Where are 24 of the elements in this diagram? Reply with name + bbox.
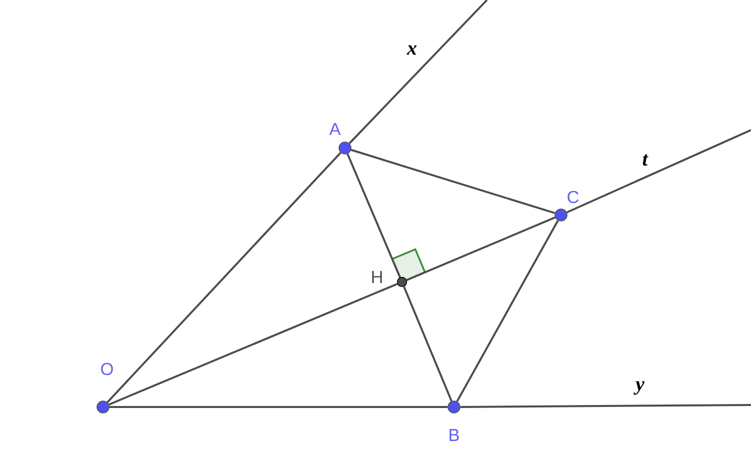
point xyxy=(448,400,460,414)
line-segment xyxy=(109,406,448,408)
line-segment xyxy=(106,152,342,403)
line-segment xyxy=(348,0,488,144)
line-segment xyxy=(403,286,452,402)
point-label: B xyxy=(450,429,459,441)
line-segment xyxy=(406,216,556,281)
line-segment xyxy=(346,154,401,278)
line-label: t xyxy=(642,154,648,166)
point xyxy=(96,400,110,414)
point-label: O xyxy=(101,362,113,376)
line-label: y xyxy=(634,381,644,395)
line-segment xyxy=(350,148,556,214)
point-label: C xyxy=(568,190,579,204)
line-segment xyxy=(108,283,398,406)
point-label: H xyxy=(372,271,382,283)
line-label: x xyxy=(406,45,417,55)
point xyxy=(396,276,408,288)
line-segment xyxy=(460,404,751,408)
line-segment xyxy=(456,220,559,402)
point xyxy=(338,142,352,154)
point-label: A xyxy=(329,123,341,135)
point xyxy=(554,208,568,222)
line-segment xyxy=(566,129,751,214)
